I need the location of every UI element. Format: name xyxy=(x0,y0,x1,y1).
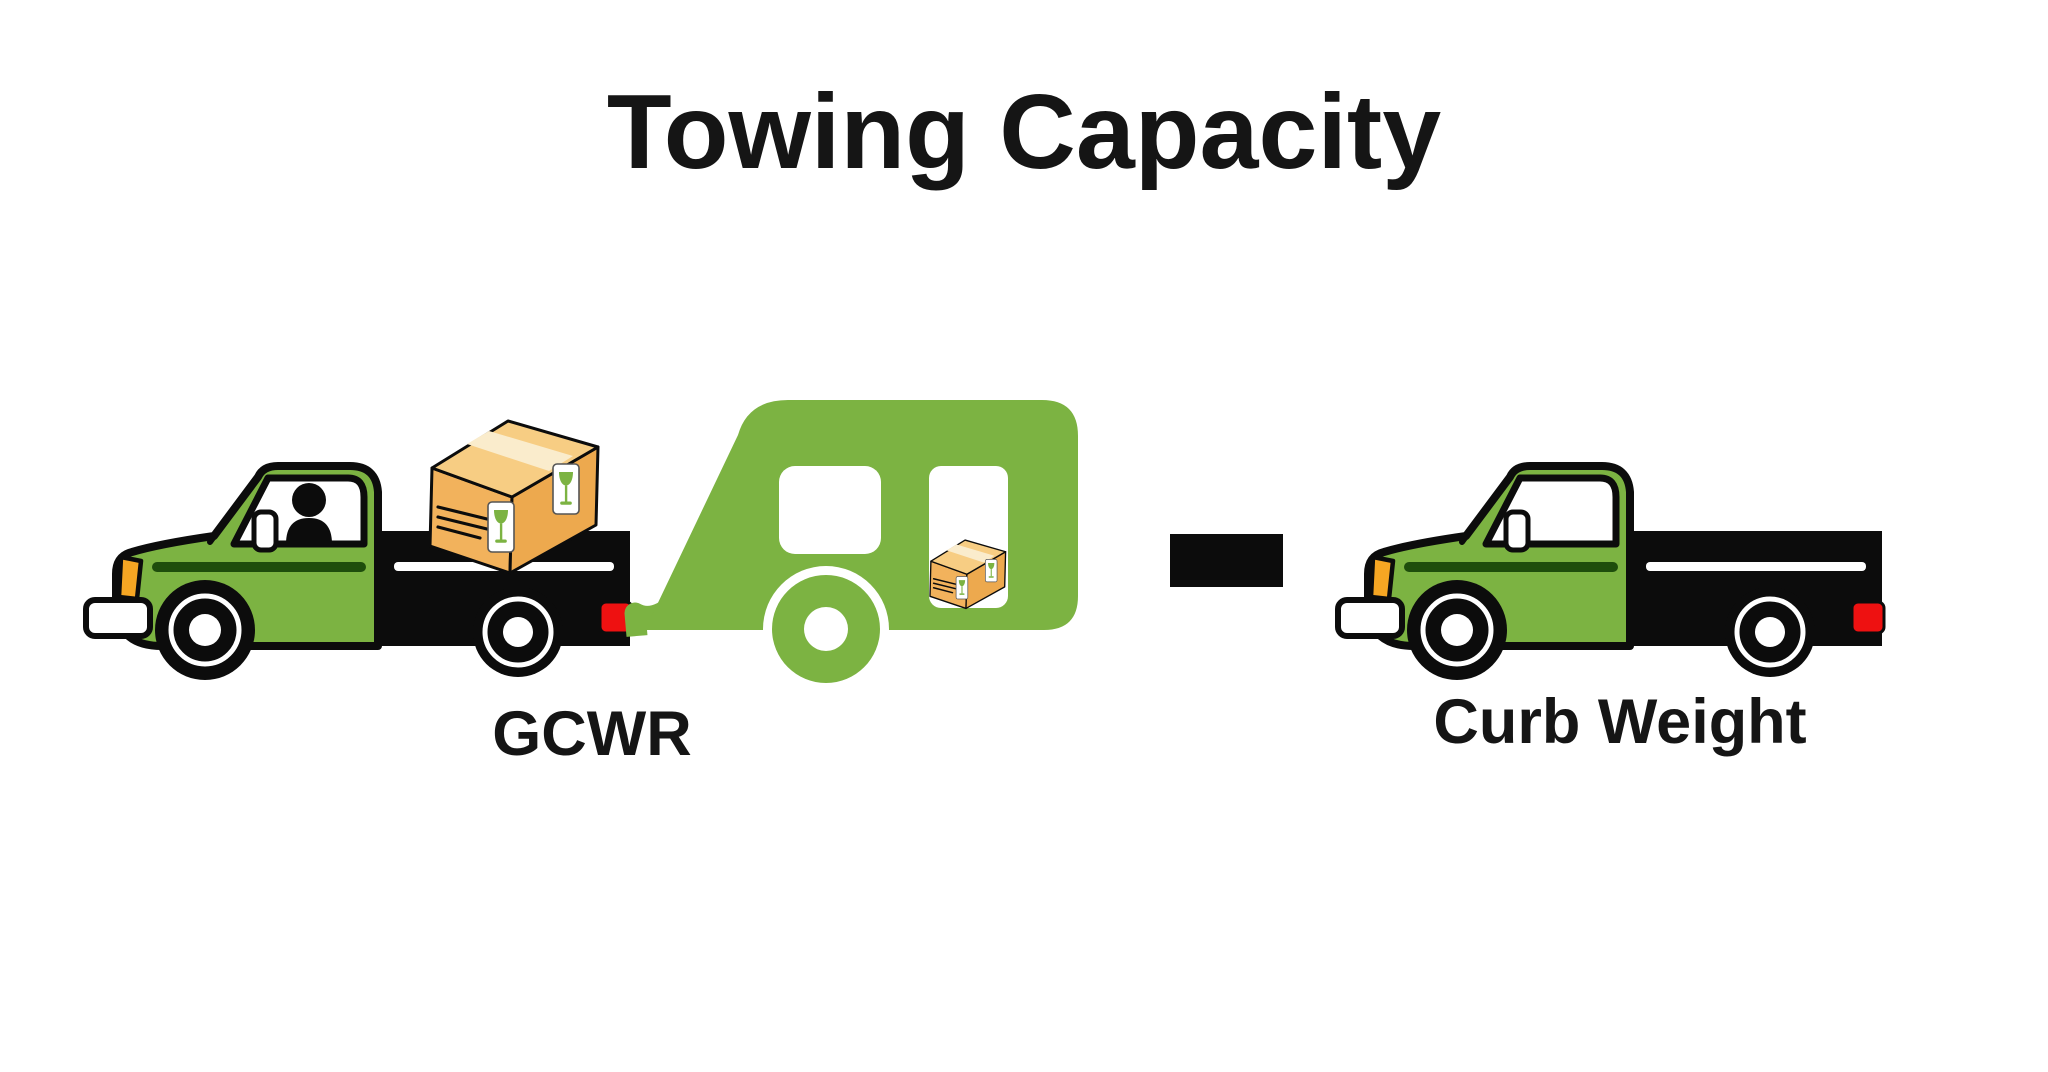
loaded-truck-icon xyxy=(86,421,632,680)
page-title: Towing Capacity xyxy=(606,73,1442,191)
trailer-wheel-icon xyxy=(763,566,889,692)
curb-weight-label: Curb Weight xyxy=(1433,687,1807,757)
minus-icon xyxy=(1170,534,1283,587)
driver-icon xyxy=(286,483,332,544)
gcwr-label: GCWR xyxy=(492,699,692,769)
empty-truck-icon xyxy=(1338,466,1884,680)
camper-trailer-icon xyxy=(624,400,1078,692)
trailer-window xyxy=(779,466,881,554)
